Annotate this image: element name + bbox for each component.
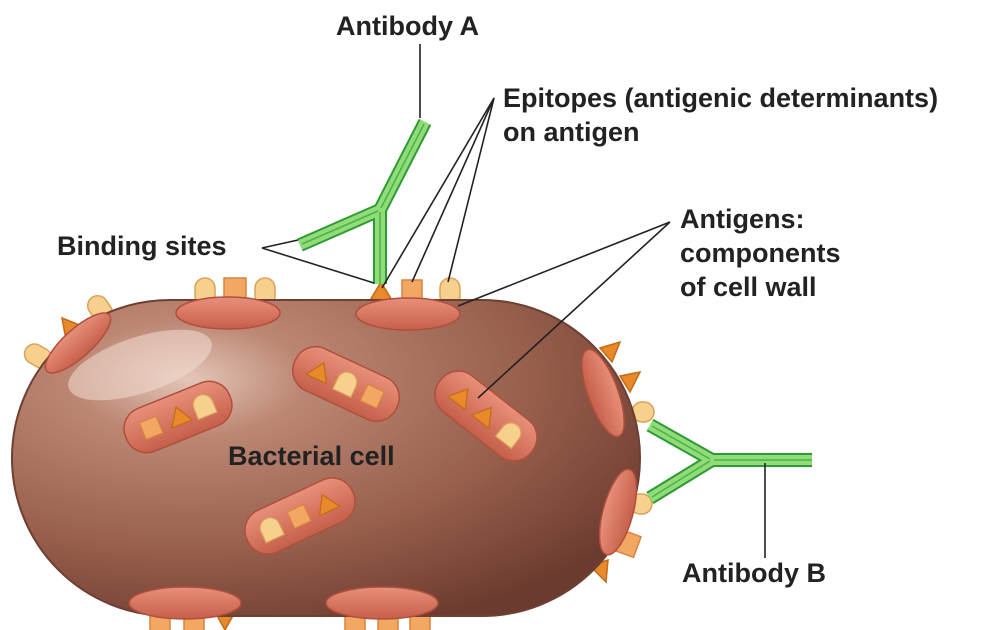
antigen-patch bbox=[129, 587, 241, 619]
leader-binding-1 bbox=[262, 240, 298, 248]
antibody-a-label: Antibody A bbox=[336, 10, 479, 42]
leader-epitope-3 bbox=[448, 98, 494, 282]
antibody-b-label: Antibody B bbox=[682, 557, 826, 589]
epitopes-label-line1: Epitopes (antigenic determinants) bbox=[503, 82, 938, 114]
antibody-b bbox=[650, 425, 812, 498]
antigens-label-line3: of cell wall bbox=[680, 271, 817, 303]
antibody-a bbox=[300, 122, 425, 284]
antigen-patch bbox=[176, 297, 280, 329]
antigens-label-line1: Antigens: bbox=[680, 203, 805, 235]
antigen-patch bbox=[356, 298, 460, 330]
antigen-patch bbox=[326, 587, 438, 619]
antigens-label-line2: components bbox=[680, 237, 841, 269]
bacterial-cell-label: Bacterial cell bbox=[228, 440, 395, 472]
leader-antigen-1 bbox=[458, 222, 670, 306]
epitopes-label-line2: on antigen bbox=[503, 116, 640, 148]
binding-sites-label: Binding sites bbox=[57, 230, 227, 262]
leader-epitope-1 bbox=[382, 98, 494, 288]
leader-binding-2 bbox=[262, 248, 374, 283]
